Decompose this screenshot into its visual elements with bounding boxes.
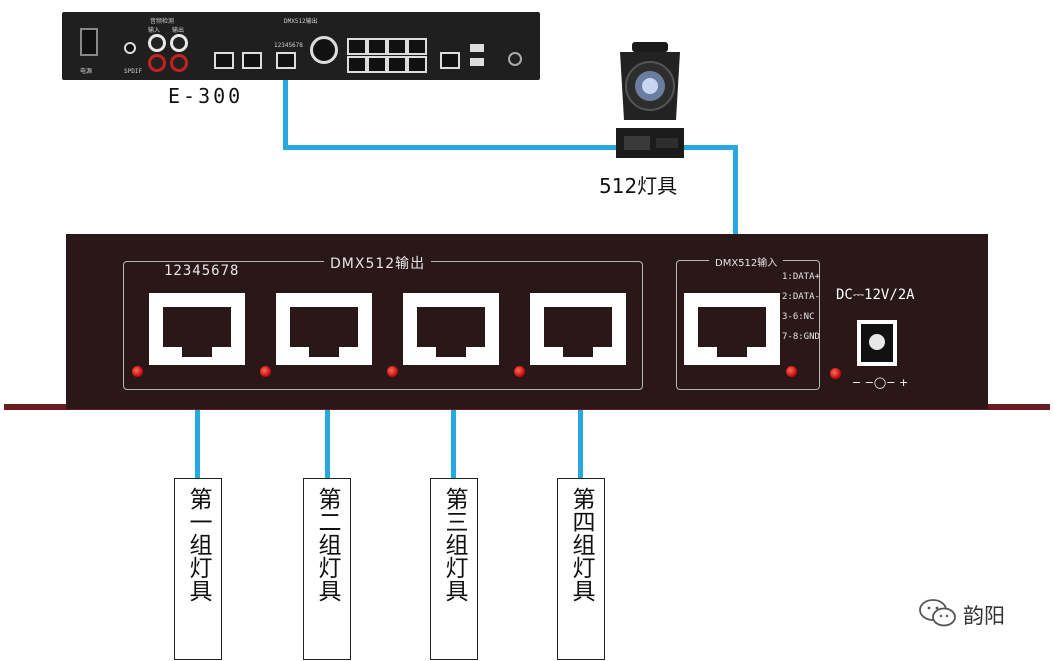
rj45-dmx-port-icon [276,52,296,69]
power-spec: DC⎓12V/2A [836,287,915,303]
polarity-label: − −◯− + [852,376,909,389]
cable-group-2 [325,410,330,480]
cable-group-3 [451,410,456,480]
rca-red-in-icon [148,54,166,72]
rj45-port-icon [367,56,387,73]
rj45-port-icon [242,52,262,69]
rj45-port-icon [407,38,427,55]
rj45-port-icon [347,56,367,73]
spdif-label: SPDIF [124,68,143,75]
rca-white-in-icon [148,34,166,52]
e300-label: E-300 [168,84,244,108]
led-indicator-4 [514,366,525,377]
led-indicator-3 [387,366,398,377]
dmx-output-port-4 [530,293,626,365]
pinout-line-3: 3-6:NC [782,312,815,322]
group-label-3: 第三组灯具 [430,478,478,660]
rj45-port-icon [387,38,407,55]
group-label-text: 第一组灯具 [185,487,211,602]
dmx-out-label: DMX512输出 [284,18,318,25]
rj45-port-icon [214,52,234,69]
rca-red-out-icon [170,54,188,72]
group-label-1: 第一组灯具 [174,478,222,660]
xlr-port-icon [310,36,338,64]
group-label-4: 第四组灯具 [557,478,605,660]
minijack-port-icon [124,42,136,54]
dmx-ports-label: 12345678 [274,42,303,49]
rj45-port-icon [407,56,427,73]
rj45-port-icon [347,38,367,55]
group-label-text: 第二组灯具 [314,487,340,602]
wechat-icon [919,599,956,627]
cable-e300-down [283,80,288,150]
rj45-port-icon [387,56,407,73]
e300-device: 电源 音频检测 输入 输出 SPDIF DMX512输出 12345678 [62,12,540,80]
pinout-line-2: 2:DATA- [782,292,820,302]
usb-port-icon [470,44,484,52]
group-label-text: 第三组灯具 [441,487,467,602]
port-numbers: 12345678 [164,263,240,279]
cable-e300-horizontal [283,145,738,150]
audio-out-label: 输出 [172,27,185,34]
led-indicator-1 [132,366,143,377]
rj45-lan-port-icon [440,52,460,69]
rca-white-out-icon [170,34,188,52]
led-indicator-power [830,368,841,379]
led-indicator-input [786,366,797,377]
output-group: DMX512输出 [123,253,643,390]
usb-port-icon [470,58,484,66]
led-indicator-2 [260,366,271,377]
cable-to-input [733,145,738,237]
audio-in-label: 输入 [148,27,161,34]
watermark: 韵阳 [918,598,1048,628]
dmx-output-port-2 [276,293,372,365]
dmx-output-port-1 [149,293,245,365]
pinout-line-1: 1:DATA+ [782,272,820,282]
power-switch-icon [80,28,98,56]
watermark-text: 韵阳 [963,604,1005,628]
dc-jack-icon [857,320,897,366]
audio-label: 音频检测 [150,18,175,25]
fixture-label: 512灯具 [599,174,678,198]
cable-group-1 [195,410,200,480]
dmx-input-port [684,293,780,365]
output-title: DMX512输出 [324,253,432,273]
dmx-splitter-box: DMX512输出 12345678 DMX512输入 1:DATA+ 2:DAT… [66,234,988,409]
power-label: 电源 [80,68,93,75]
moving-head-fixture-icon [616,42,684,158]
pinout-line-4: 7-8:GND [782,332,820,342]
dc-port-icon [508,52,522,66]
cable-group-4 [578,410,583,480]
group-label-2: 第二组灯具 [303,478,351,660]
group-label-text: 第四组灯具 [568,487,594,602]
input-group: DMX512输入 [676,254,820,390]
rj45-port-icon [367,38,387,55]
input-title: DMX512输入 [709,254,784,269]
dmx-output-port-3 [403,293,499,365]
